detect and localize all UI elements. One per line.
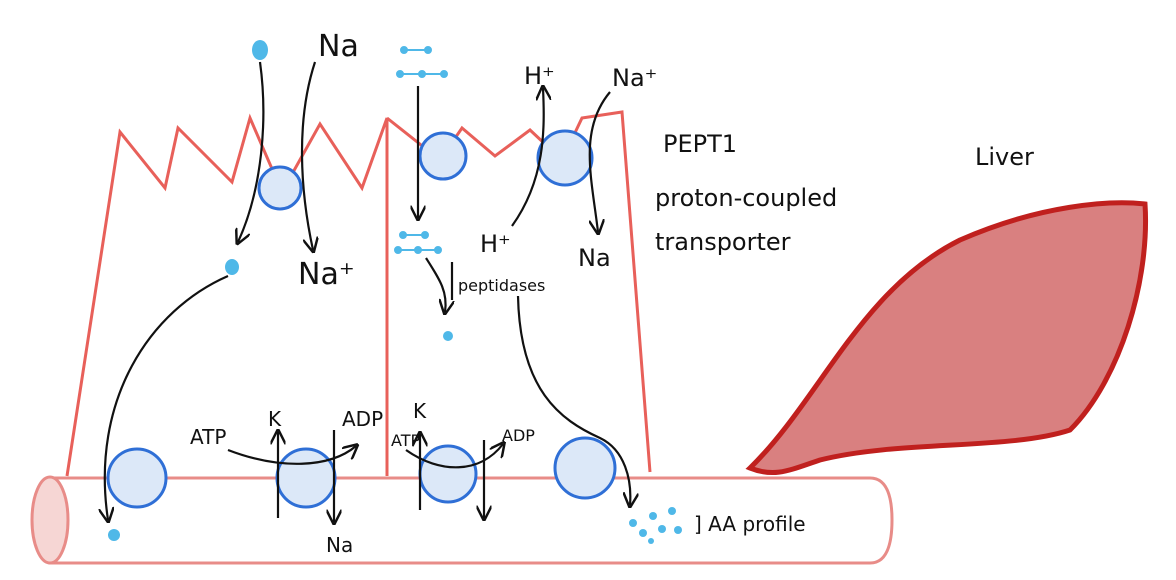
h-plus-inner-label: H⁺ — [480, 230, 511, 258]
aa-profile-label: ] AA profile — [694, 512, 806, 536]
adp-left-label: ADP — [342, 407, 383, 431]
cell-left — [65, 113, 389, 477]
vessel-body — [48, 476, 894, 565]
liver-label: Liver — [975, 143, 1034, 171]
na-k-pump-right-icon — [418, 444, 478, 504]
vessel-opening — [30, 475, 70, 565]
basolateral-transporter-1-icon — [106, 447, 168, 509]
amino-acid-icon — [658, 525, 666, 533]
liver-shape — [745, 200, 1149, 476]
amino-acid-icon — [629, 519, 637, 527]
amino-acid-icon — [648, 538, 654, 544]
amino-acid-icon — [225, 259, 239, 275]
amino-acid-icon — [668, 507, 676, 515]
amino-acid-icon — [649, 512, 657, 520]
atp-right-label: ATP — [391, 431, 420, 450]
dipeptide-icon — [400, 46, 432, 54]
amino-acid-icon — [252, 40, 268, 60]
peptide-molecules — [394, 46, 448, 254]
amino-acid-icon — [674, 526, 682, 534]
k-left-label: K — [268, 407, 282, 431]
aa-to-blood-arrow — [105, 274, 229, 520]
k-right-label: K — [413, 399, 427, 423]
amino-acid-icon — [443, 331, 453, 341]
na-k-pump-left-icon — [275, 447, 337, 509]
na-bottom-label: Na — [326, 533, 353, 557]
tripeptide-icon — [396, 70, 448, 78]
nhe-transporter-icon — [536, 129, 594, 187]
aa-entry-arrow — [238, 61, 265, 242]
blood-vessel — [30, 475, 894, 565]
na-top-label: Na — [318, 29, 359, 64]
peptidases-label: peptidases — [458, 276, 545, 295]
amino-acid-icon — [108, 529, 120, 541]
adp-right-label: ADP — [502, 426, 535, 445]
sglt-transporter-icon — [257, 165, 303, 211]
dipeptide-icon — [399, 231, 429, 239]
transport-arrows — [105, 61, 631, 522]
atp-to-adp-arrow-right — [405, 444, 503, 469]
atp-to-adp-arrow-left — [227, 446, 356, 465]
na-plus-top-right-label: Na⁺ — [612, 64, 657, 92]
na-entry-arrow — [300, 61, 315, 250]
peptidase-arrow — [425, 257, 446, 312]
na-inner-label: Na — [578, 244, 611, 272]
na-influx-arrow — [588, 91, 611, 232]
transporter-label: transporter — [655, 228, 791, 256]
h-efflux-arrow — [511, 88, 544, 227]
pept1-transporter-icon — [418, 131, 468, 181]
pept1-label: PEPT1 — [663, 130, 737, 158]
basolateral-transporter-4-icon — [553, 436, 617, 500]
amino-acid-icon — [639, 529, 647, 537]
amino-acid-molecules — [108, 40, 682, 544]
proton-coupled-label: proton-coupled — [655, 184, 837, 212]
h-plus-top-label: H⁺ — [524, 62, 555, 90]
tripeptide-icon — [394, 246, 442, 254]
na-plus-left-label: Na⁺ — [298, 257, 355, 292]
aa-efflux-arrow — [516, 295, 630, 505]
atp-left-label: ATP — [190, 425, 226, 449]
